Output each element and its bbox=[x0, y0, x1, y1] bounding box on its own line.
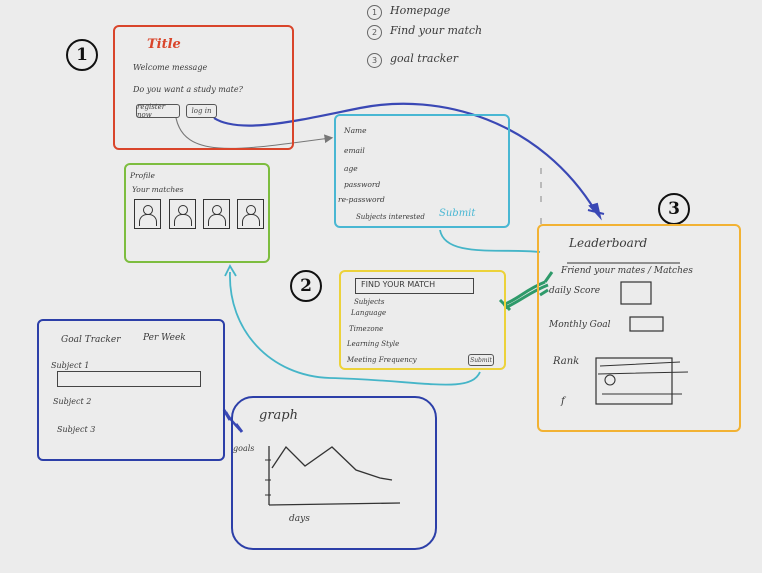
home-welcome-message: Welcome message bbox=[133, 63, 208, 72]
find-match-title: FIND YOUR MATCH bbox=[361, 280, 436, 289]
daily-score-box bbox=[620, 281, 652, 305]
arrow-match-to-leaderboard bbox=[498, 271, 554, 312]
monthly-goal-box bbox=[629, 316, 664, 332]
goal-subject-1-bar[interactable] bbox=[57, 371, 201, 387]
leaderboard-rank: Rank bbox=[553, 356, 580, 367]
match-avatar-2[interactable] bbox=[169, 199, 196, 229]
match-field-subjects[interactable]: Subjects bbox=[354, 298, 385, 306]
find-match-title-box bbox=[355, 278, 474, 294]
signup-field-name[interactable]: Name bbox=[344, 126, 367, 135]
graph-x-axis bbox=[268, 502, 401, 506]
profile-title: Profile bbox=[130, 171, 155, 180]
log-in-button[interactable]: log in bbox=[186, 104, 217, 118]
graph-plot bbox=[265, 445, 401, 506]
arrow-match-to-profile bbox=[229, 271, 481, 386]
match-avatar-3[interactable] bbox=[203, 199, 230, 229]
goal-subject-3: Subject 3 bbox=[57, 425, 96, 434]
signup-field-password[interactable]: password bbox=[344, 180, 381, 189]
signup-field-age[interactable]: age bbox=[344, 164, 358, 173]
leaderboard-friends[interactable]: Friend your mates / Matches bbox=[561, 266, 693, 276]
match-avatar-1[interactable] bbox=[134, 199, 161, 229]
goal-tracker-period: Per Week bbox=[143, 333, 186, 343]
match-field-learning-style[interactable]: Learning Style bbox=[347, 340, 400, 348]
match-avatar-4[interactable] bbox=[237, 199, 264, 229]
arrowhead-profile bbox=[224, 264, 237, 277]
arrow-signup-to-leaderboard bbox=[439, 229, 541, 253]
goal-tracker-frame: Goal Tracker Per Week Subject 1 Subject … bbox=[37, 319, 225, 461]
graph-frame: graph goals days bbox=[231, 396, 437, 550]
homepage-frame: Title Welcome message Do you want a stud… bbox=[113, 25, 294, 150]
legend-number-3: 3 bbox=[367, 53, 382, 68]
arrow-login-to-leaderboard bbox=[213, 102, 597, 213]
signup-field-repassword[interactable]: re-password bbox=[338, 195, 385, 204]
goal-subject-1: Subject 1 bbox=[51, 361, 90, 370]
marker-two: 2 bbox=[290, 270, 322, 302]
rank-box bbox=[595, 357, 673, 405]
signup-subjects-label: Subjects interested bbox=[356, 213, 425, 221]
register-now-button[interactable]: register now bbox=[136, 103, 180, 119]
profile-matches-label: Your matches bbox=[132, 185, 184, 194]
match-field-meeting-frequency[interactable]: Meeting Frequency bbox=[347, 356, 417, 364]
marker-one: 1 bbox=[66, 39, 98, 71]
leaderboard-daily-score: daily Score bbox=[549, 286, 601, 296]
profile-frame: Profile Your matches bbox=[124, 163, 270, 263]
graph-line bbox=[271, 445, 393, 481]
leaderboard-monthly-goal: Monthly Goal bbox=[549, 320, 611, 330]
goal-tracker-title: Goal Tracker bbox=[61, 335, 121, 345]
match-submit-button[interactable]: Submit bbox=[468, 354, 494, 366]
find-match-frame: FIND YOUR MATCH Subjects Language Timezo… bbox=[339, 270, 506, 370]
match-field-language[interactable]: Language bbox=[351, 309, 387, 317]
home-question: Do you want a study mate? bbox=[133, 85, 243, 94]
marker-three: 3 bbox=[658, 193, 690, 225]
leaderboard-title: Leaderboard bbox=[569, 236, 648, 250]
leaderboard-frame: Leaderboard Friend your mates / Matches … bbox=[537, 224, 741, 432]
legend-number-1: 1 bbox=[367, 5, 382, 20]
match-field-timezone[interactable]: Timezone bbox=[349, 325, 384, 333]
leaderboard-extra: f bbox=[561, 396, 565, 407]
legend-item-goal-tracker: goal tracker bbox=[390, 52, 459, 65]
home-title: Title bbox=[147, 37, 181, 52]
graph-title: graph bbox=[259, 408, 298, 423]
signup-field-email[interactable]: email bbox=[344, 146, 365, 155]
graph-ylabel: goals bbox=[233, 444, 255, 453]
goal-subject-2: Subject 2 bbox=[53, 397, 92, 406]
arrowhead-leaderboard bbox=[587, 202, 605, 221]
signup-frame: Name email age password re-password Subj… bbox=[334, 114, 510, 228]
legend-item-find-match: Find your match bbox=[390, 24, 483, 37]
signup-submit-button[interactable]: Submit bbox=[439, 208, 476, 219]
legend-item-homepage: Homepage bbox=[390, 4, 451, 17]
legend-number-2: 2 bbox=[367, 25, 382, 40]
graph-xlabel: days bbox=[289, 514, 310, 524]
